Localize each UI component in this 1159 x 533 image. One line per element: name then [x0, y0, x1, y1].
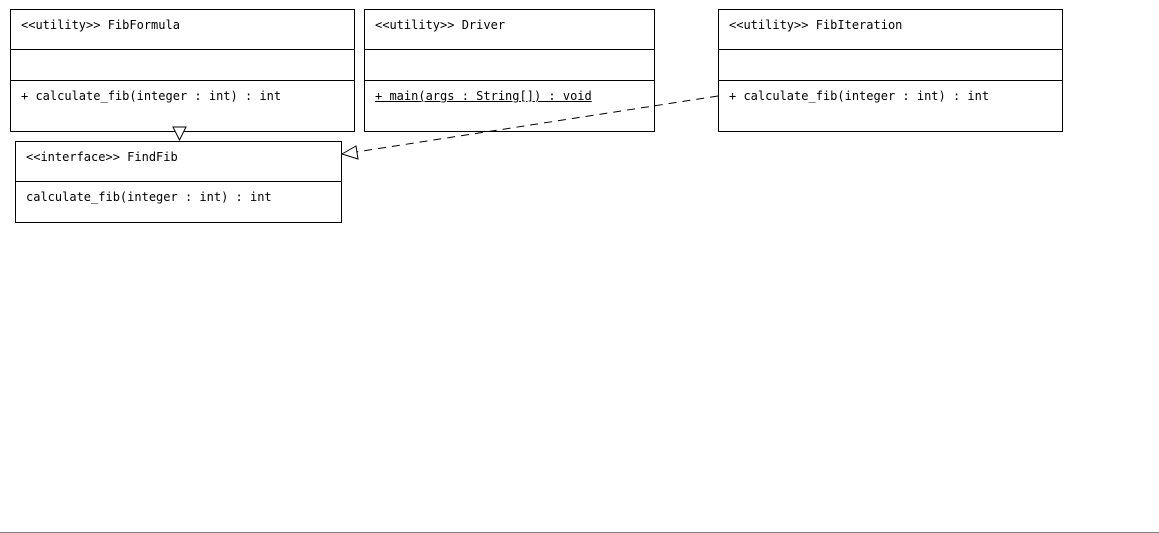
interface-findfib-operation: calculate_fib(integer : int) : int [26, 190, 272, 204]
class-fibiteration-title: <<utility>> FibIteration [729, 18, 903, 32]
interface-findfib[interactable]: <<interface>> FindFib calculate_fib(inte… [15, 141, 342, 223]
interface-findfib-header: <<interface>> FindFib [16, 142, 341, 182]
class-fibiteration-operation: + calculate_fib(integer : int) : int [729, 89, 990, 103]
interface-findfib-operations: calculate_fib(integer : int) : int [16, 182, 341, 222]
class-driver-header: <<utility>> Driver [365, 10, 654, 50]
class-fibformula-attributes [11, 50, 354, 81]
class-fibformula-header: <<utility>> FibFormula [11, 10, 354, 50]
class-driver[interactable]: <<utility>> Driver + main(args : String[… [364, 9, 655, 132]
class-driver-operation: + main(args : String[]) : void [375, 89, 592, 103]
class-driver-attributes [365, 50, 654, 81]
class-driver-title: <<utility>> Driver [375, 18, 506, 32]
class-fibiteration-attributes [719, 50, 1062, 81]
class-fibformula-operation: + calculate_fib(integer : int) : int [21, 89, 282, 103]
class-fibformula-operations: + calculate_fib(integer : int) : int [11, 81, 354, 131]
class-fibiteration-header: <<utility>> FibIteration [719, 10, 1062, 50]
class-driver-operations: + main(args : String[]) : void [365, 81, 654, 131]
class-fibiteration[interactable]: <<utility>> FibIteration + calculate_fib… [718, 9, 1063, 132]
class-fibiteration-operations: + calculate_fib(integer : int) : int [719, 81, 1062, 131]
realization-arrowhead [340, 145, 359, 160]
class-fibformula[interactable]: <<utility>> FibFormula + calculate_fib(i… [10, 9, 355, 132]
interface-findfib-title: <<interface>> FindFib [26, 150, 178, 164]
class-fibformula-title: <<utility>> FibFormula [21, 18, 180, 32]
